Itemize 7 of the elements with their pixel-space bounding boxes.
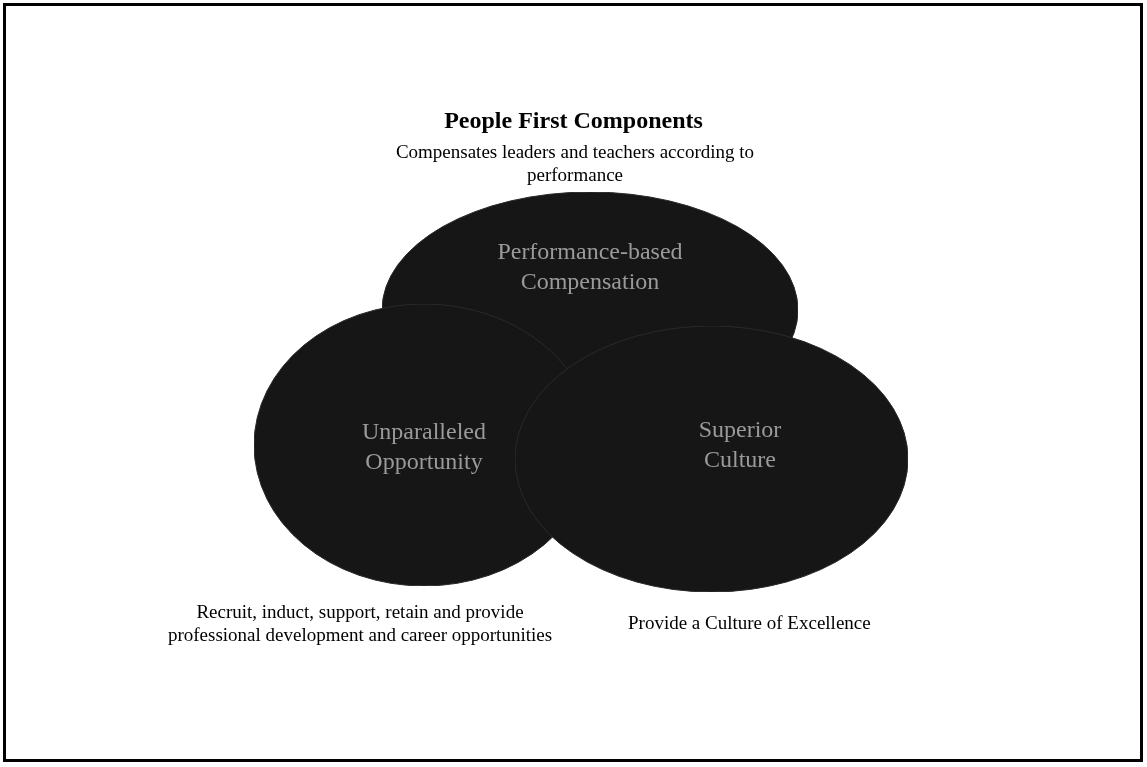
diagram-title: People First Components bbox=[443, 107, 704, 134]
description-text: Recruit, induct, support, retain and provide professional development and career opportunities bbox=[166, 600, 554, 646]
description-text: Compensates leaders and teachers according to performance bbox=[394, 140, 756, 186]
circle-label: Performance-based Compensation bbox=[496, 237, 684, 296]
circle-label: Superior Culture bbox=[697, 415, 783, 474]
description-text: Provide a Culture of Excellence bbox=[628, 611, 872, 634]
circle-label: Unparalleled Opportunity bbox=[361, 417, 487, 476]
